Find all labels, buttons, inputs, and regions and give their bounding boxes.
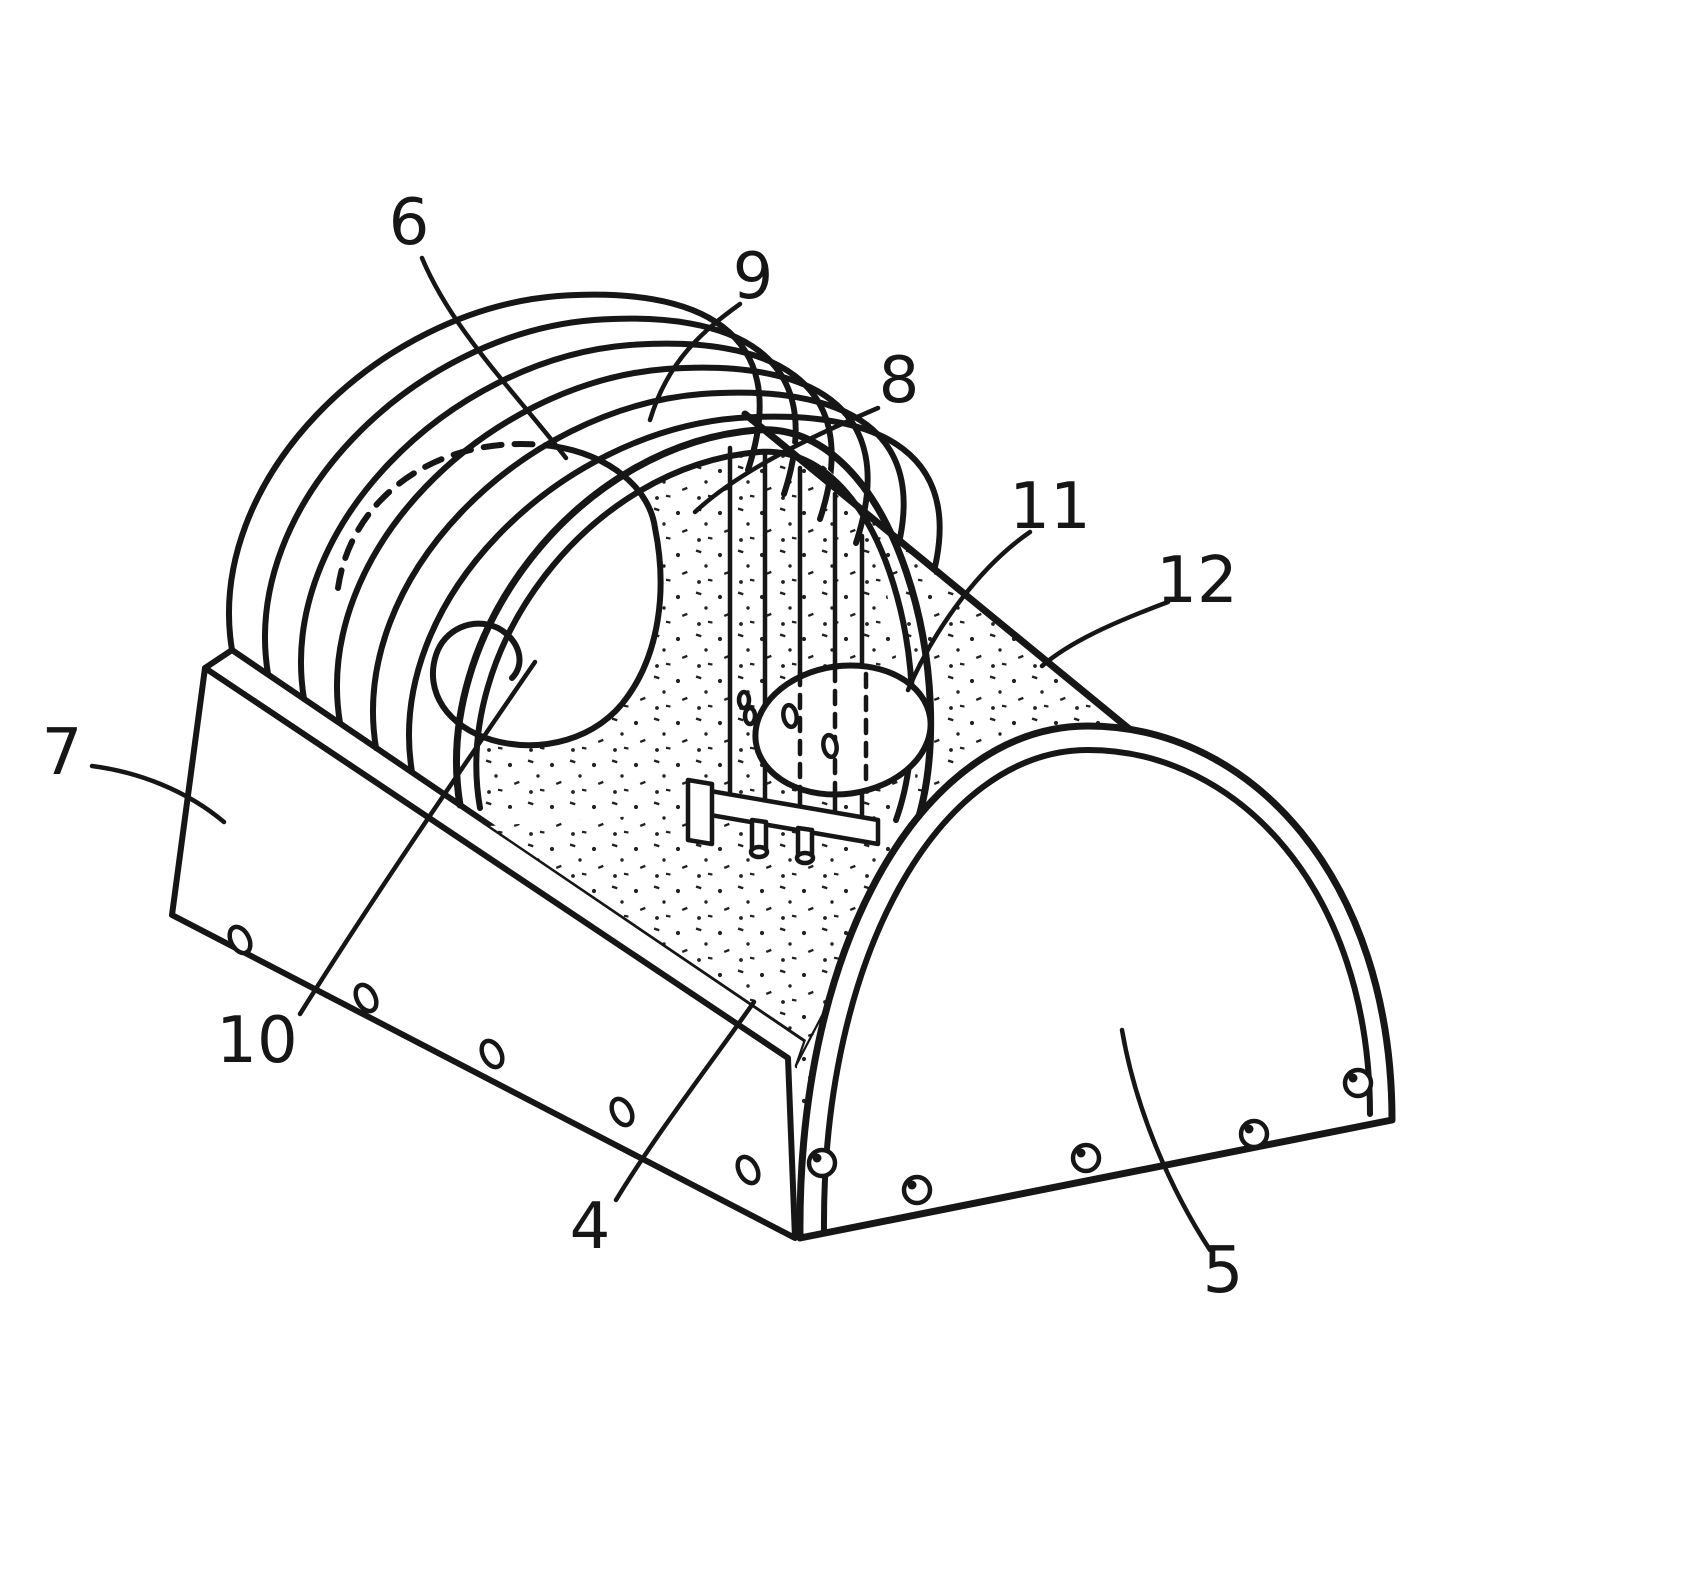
detail-hole <box>821 732 839 760</box>
wall-hole <box>609 1096 635 1128</box>
leader-10 <box>297 659 538 1017</box>
label-7: 7 <box>42 716 83 790</box>
end-wall-rivets <box>806 1067 1374 1206</box>
rib-arc <box>370 389 907 751</box>
threshold-leg-foot <box>748 844 770 860</box>
leader-6 <box>419 255 569 461</box>
rib-canopy-6 <box>226 291 943 775</box>
leader-5 <box>1119 1027 1213 1253</box>
end-wall-rim <box>820 747 1373 1233</box>
side-wall-holes <box>227 924 761 1186</box>
threshold-legs <box>748 817 816 866</box>
label-11: 11 <box>1009 470 1090 544</box>
label-12: 12 <box>1156 544 1237 618</box>
gate-assembly <box>685 445 881 866</box>
doorway-arch-inner <box>473 448 916 823</box>
wall-hole <box>735 1154 761 1186</box>
leader-8 <box>692 405 881 515</box>
latch-ovals <box>736 689 758 727</box>
rivet <box>1342 1067 1374 1099</box>
curl-body <box>338 443 661 746</box>
gate-detail-11 <box>752 662 934 798</box>
leader-7 <box>89 763 227 825</box>
leader-4 <box>613 999 757 1203</box>
floor-stipple <box>490 812 915 1066</box>
label-5: 5 <box>1203 1234 1244 1308</box>
threshold-leg-foot <box>794 850 816 866</box>
wall-hole <box>479 1038 505 1070</box>
rib-arc <box>406 413 943 775</box>
rivet <box>1070 1142 1102 1174</box>
wall-hole <box>227 924 253 956</box>
end-wall-5 <box>796 722 1396 1242</box>
curl-hidden-edge <box>335 441 555 591</box>
side-wall-face <box>169 665 798 1241</box>
canopy-front-arch-9 <box>453 426 935 830</box>
curl-outline <box>429 525 664 749</box>
doorway-arch-outer <box>453 426 935 830</box>
rivet <box>901 1174 933 1206</box>
leader-12 <box>1039 599 1171 669</box>
label-8: 8 <box>879 344 920 418</box>
label-4: 4 <box>570 1190 611 1264</box>
wall-hole <box>353 982 379 1014</box>
bedding-curl-10 <box>335 441 664 749</box>
leader-9 <box>647 301 743 423</box>
latch-oval <box>736 689 752 711</box>
label-9: 9 <box>733 240 774 314</box>
latch-oval <box>742 705 758 727</box>
detail-hole <box>781 702 799 730</box>
leader-lines <box>89 255 1213 1253</box>
leader-11 <box>905 529 1033 693</box>
label-6: 6 <box>389 186 430 260</box>
rivet <box>1238 1118 1270 1150</box>
end-wall-face <box>796 722 1396 1242</box>
reference-numerals: 6 9 8 11 12 7 10 4 5 <box>42 186 1244 1308</box>
rivet <box>806 1147 838 1179</box>
ledge-end-cap <box>202 647 235 671</box>
label-10: 10 <box>216 1004 297 1078</box>
threshold-left-block <box>685 777 715 847</box>
